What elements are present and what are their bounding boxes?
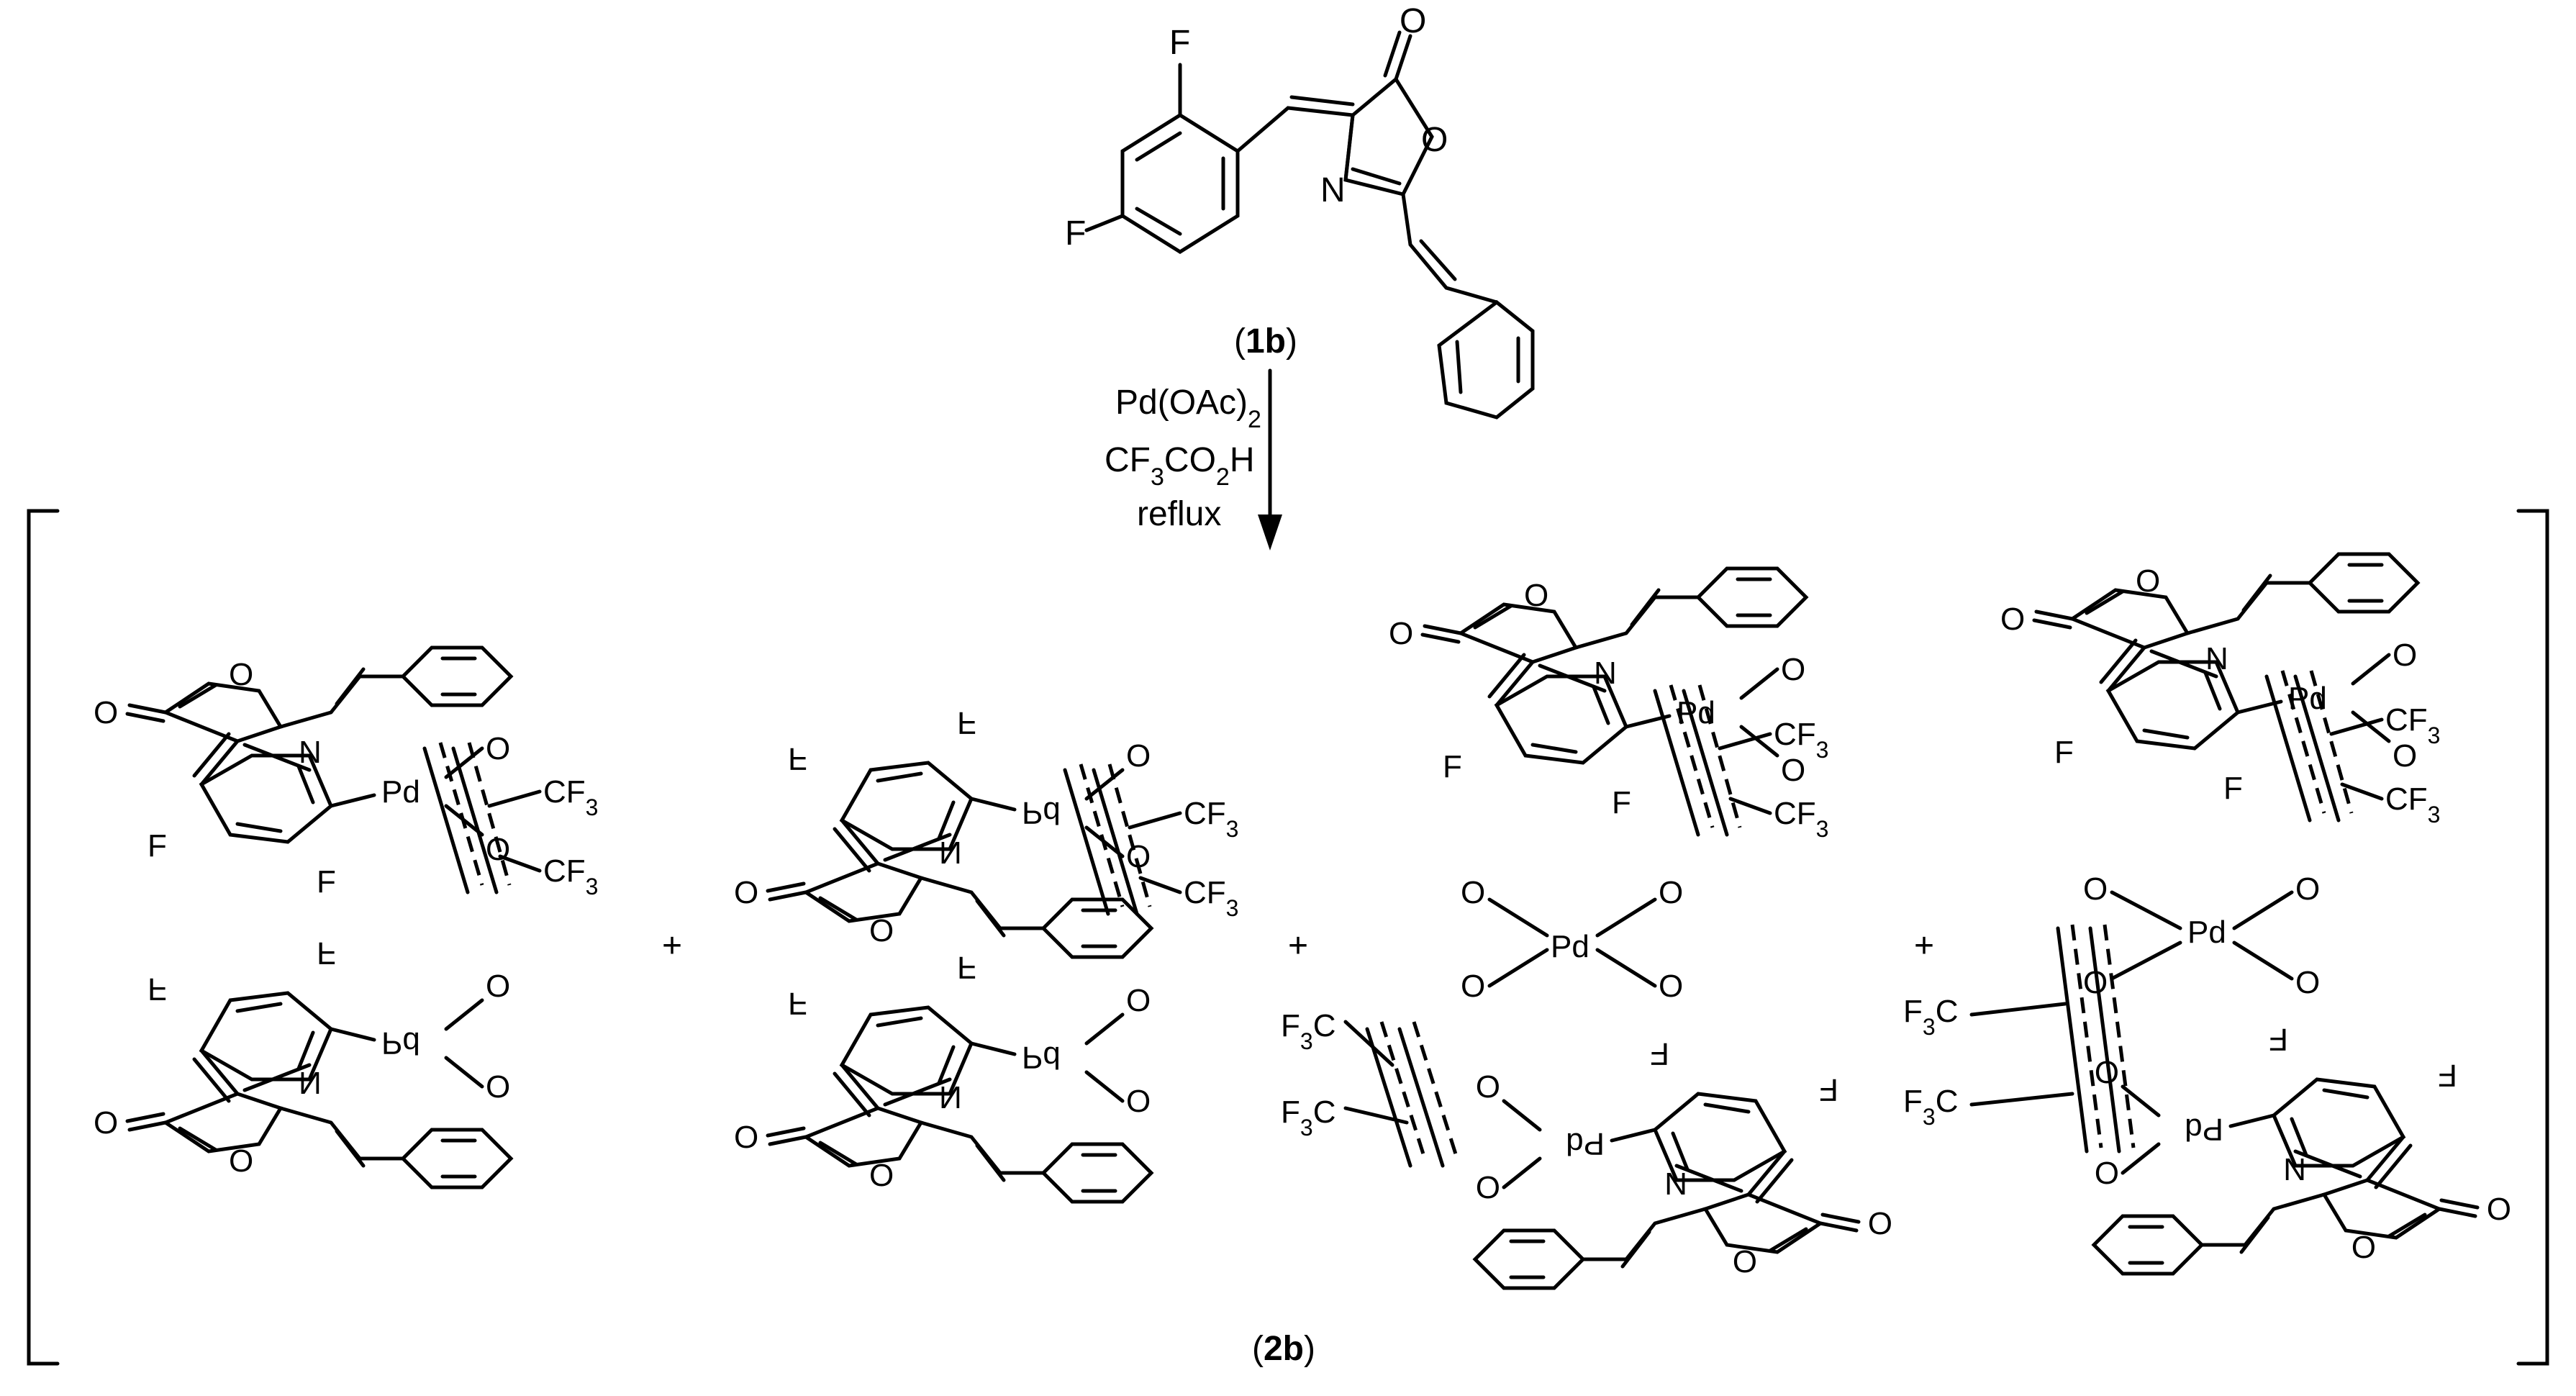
oxygen-label: O [1461, 969, 1485, 1004]
ring-oxygen-label: O [1421, 121, 1448, 159]
compound-label-1b: (1b) [1234, 322, 1297, 361]
oxygen-label: O [2295, 965, 2320, 1000]
isomer-2 [734, 705, 1238, 1202]
compound-label-2b: (2b) [1252, 1330, 1315, 1368]
isomer-3: Pd O O O O F3C F3C [1281, 568, 1892, 1288]
isomer-1 [94, 648, 598, 1187]
plus-sign: + [662, 927, 682, 965]
pd-atom-label: Pd [2187, 915, 2226, 950]
left-bracket [27, 509, 60, 1366]
right-bracket [2516, 509, 2549, 1366]
oxygen-label: O [1461, 875, 1485, 910]
fluorine-label: F [1169, 24, 1190, 62]
reaction-arrow [1258, 368, 1282, 550]
f3c-label: F3C [1903, 994, 1958, 1040]
fluorine-label: F [1065, 214, 1086, 253]
oxygen-label: O [2083, 871, 2108, 907]
f3c-label: F3C [1281, 1094, 1335, 1141]
oxygen-label: O [1659, 875, 1683, 910]
condition-reflux: reflux [1137, 495, 1221, 533]
oxygen-label: O [2295, 871, 2320, 907]
ring-nitrogen-label: N [1320, 171, 1346, 209]
plus-sign: + [1288, 927, 1308, 965]
reaction-conditions: Pd(OAc)2 CF3CO2H reflux [1105, 384, 1261, 533]
starting-material-1b: F F O O N [1065, 2, 1535, 420]
isomer-4: Pd O O O O F3C F3C [1903, 554, 2511, 1274]
plus-sign: + [1914, 927, 1934, 965]
f3c-label: F3C [1281, 1008, 1335, 1054]
reagent-palladium-acetate: Pd(OAc)2 [1115, 384, 1261, 433]
pd-atom-label: Pd [1551, 929, 1589, 964]
reagent-tfa: CF3CO2H [1105, 441, 1255, 491]
carbonyl-oxygen-label: O [1400, 2, 1426, 40]
oxygen-label: O [1659, 969, 1683, 1004]
f3c-label: F3C [1903, 1084, 1958, 1130]
